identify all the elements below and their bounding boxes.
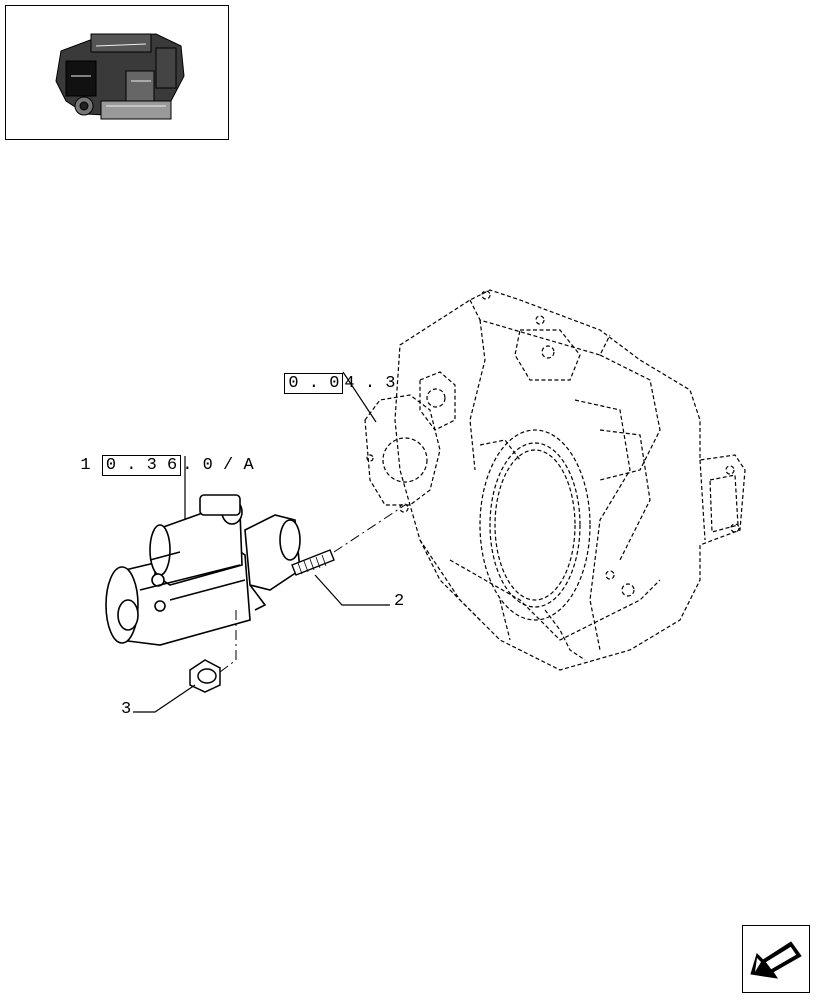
ref-callout-left[interactable]: 1 0 . 3 6. 0 / A (60, 436, 254, 476)
stud (291, 549, 335, 576)
nut (189, 659, 221, 693)
flywheel-housing-outline (364, 289, 746, 671)
next-page-arrow-icon (750, 941, 802, 979)
engine-thumbnail-icon (55, 33, 185, 120)
ref-callout-top-box: 0 . 0 (284, 373, 344, 394)
item-3-label: 3 (121, 700, 132, 719)
item-2-label: 2 (394, 592, 405, 611)
ref-callout-top-suffix: 4 . 3 (344, 374, 396, 393)
ref-callout-left-suffix: . 0 / A (182, 456, 254, 475)
ref-callout-left-box: 0 . 3 6 (101, 455, 182, 476)
next-page-button[interactable] (742, 925, 810, 993)
starter-motor (105, 494, 301, 646)
engine-thumbnail (5, 5, 229, 140)
ref-callout-left-prefix: 1 (80, 456, 101, 475)
